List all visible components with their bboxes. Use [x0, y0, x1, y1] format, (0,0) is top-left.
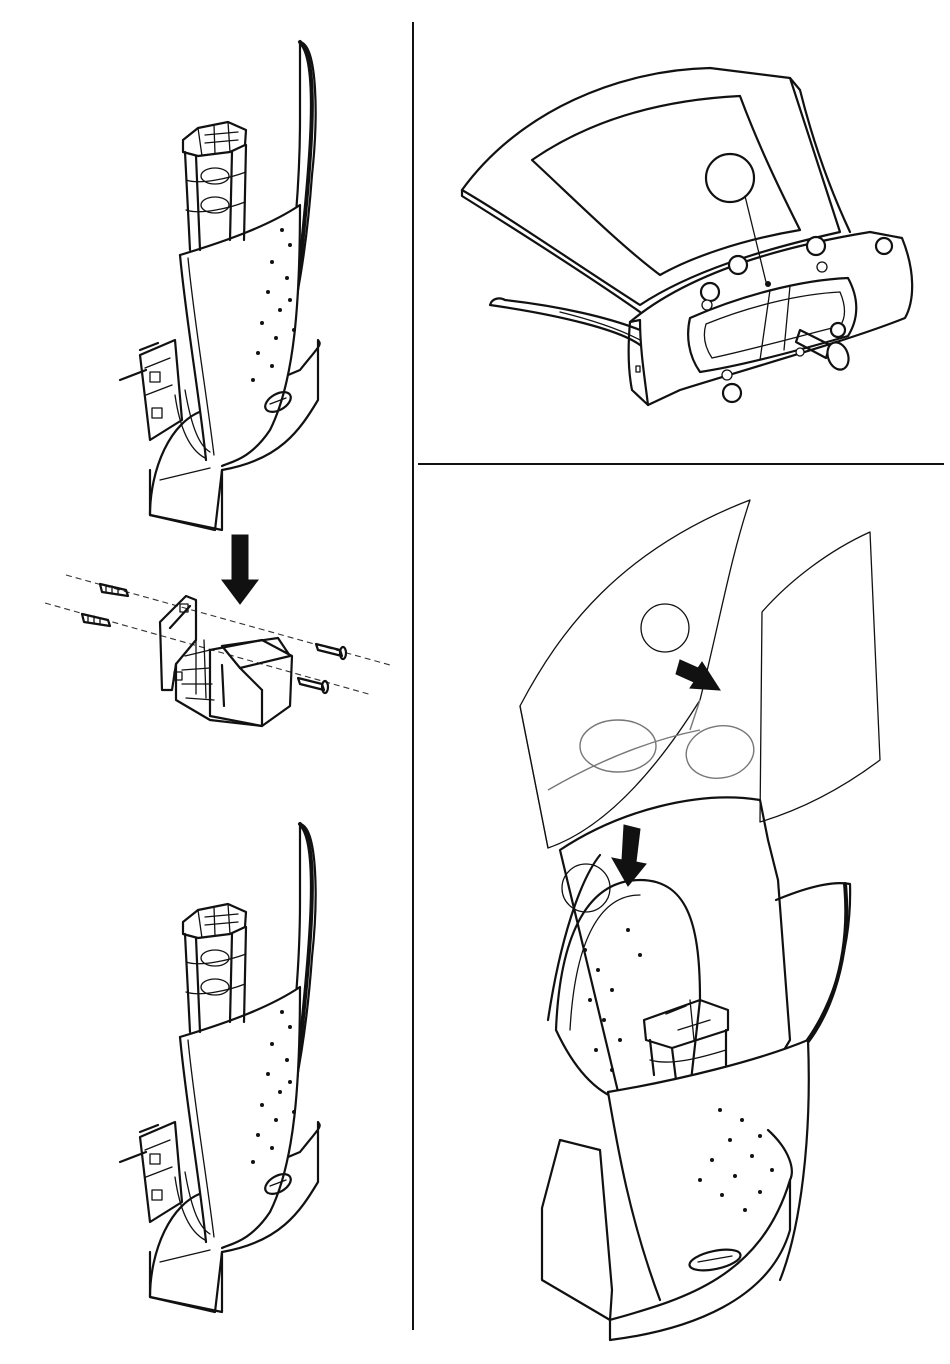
arrow-down-icon: [222, 535, 258, 604]
wall-plug-icon: [82, 614, 110, 626]
arrow-right-down-icon: [676, 660, 720, 690]
callout-circle: [641, 604, 689, 652]
cover-panels-fitting-illustration: [520, 500, 880, 1340]
screw-icon: [316, 644, 346, 659]
wall-plug-icon: [100, 584, 128, 596]
wall-bracket-with-screws-and-plugs-illustration: [45, 535, 390, 726]
callout-circle: [706, 154, 754, 202]
base-underside-with-cable-illustration: [462, 68, 912, 405]
arrow-down-icon: [612, 825, 646, 886]
unit-on-wall-bracket-illustration: [120, 824, 320, 1312]
unit-on-wall-bracket-illustration: [120, 42, 320, 530]
screw-icon: [298, 678, 328, 693]
